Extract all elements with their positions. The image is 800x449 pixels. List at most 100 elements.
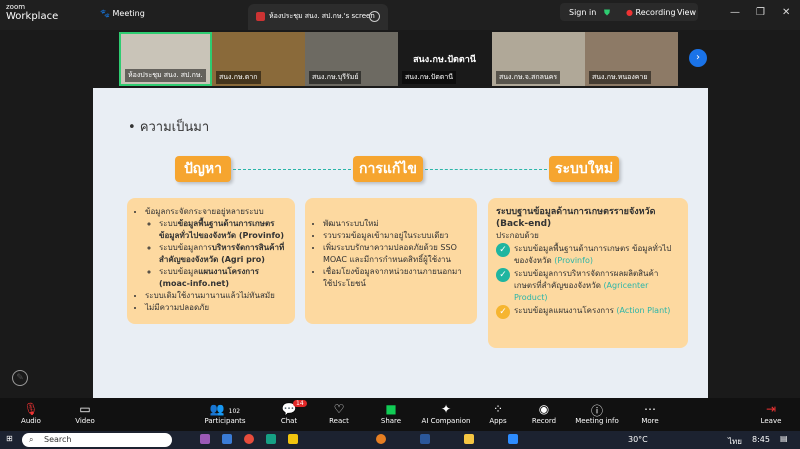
video-tile[interactable]: สนง.กษ.ตาก: [212, 32, 305, 86]
search-icon: ⌕: [29, 435, 34, 444]
chat-badge: 14: [293, 400, 307, 407]
text: ระบบ: [159, 219, 178, 228]
label: Record: [531, 417, 557, 425]
share-tab-label: ห้องประชุม สนง. สป.กษ.'s screen: [269, 12, 375, 20]
meeting-menu[interactable]: 🐾 Meeting: [100, 9, 145, 18]
label: Apps: [489, 417, 507, 425]
search-label: Search: [44, 435, 72, 444]
video-tile[interactable]: ห้องประชุม สนง. สป.กษ.: [119, 32, 212, 86]
label: React: [329, 417, 349, 425]
leave-button[interactable]: ⇥Leave: [741, 402, 800, 425]
maximize-icon[interactable]: ❐: [756, 7, 765, 18]
ai-companion-button[interactable]: ✦AI Companion: [416, 402, 476, 425]
share-icon: [256, 11, 265, 21]
label: Participants: [204, 417, 246, 425]
video-tile[interactable]: สนง.กษ.ปัตตานีสนง.กษ.ปัตตานี: [398, 32, 491, 86]
check-item: ✓ ระบบข้อมูลพื้นฐานด้านการเกษตร ข้อมูลทั่…: [496, 243, 680, 267]
more-icon[interactable]: [369, 11, 380, 22]
mic-muted-icon: 🎙: [23, 402, 39, 416]
check-icon: ✓: [496, 243, 510, 257]
check-item: ✓ ระบบข้อมูลการบริหารจัดการผลผลิตสินค้าเก…: [496, 268, 680, 304]
solution-item: เพิ่มระบบรักษาความปลอดภัยด้วย SSO MOAC แ…: [323, 242, 469, 266]
label: Audio: [21, 417, 41, 425]
taskbar-search[interactable]: ⌕ Search: [22, 433, 172, 447]
next-page-button[interactable]: ›: [689, 49, 707, 67]
more-button[interactable]: ⋯More: [620, 402, 680, 425]
arrow: [233, 169, 351, 170]
clock[interactable]: 8:45: [752, 435, 770, 444]
check-item: ✓ระบบข้อมูลแผนงานโครงการ (Action Plant): [496, 305, 680, 319]
text: ระบบข้อมูลพื้นฐานด้านการเกษตร ข้อมูลทั่ว…: [514, 244, 672, 265]
check-icon: ✓: [496, 268, 510, 282]
share-tab[interactable]: ห้องประชุม สนง. สป.กษ.'s screen: [248, 4, 388, 30]
audio-button[interactable]: 🎙Audio: [1, 402, 61, 425]
recording-indicator[interactable]: ● Recording: [626, 8, 676, 17]
weather-temp[interactable]: 30°C: [628, 435, 648, 444]
solution-item: เชื่อมโยงข้อมูลจากหน่วยงานภายนอกมาใช้ประ…: [323, 266, 469, 290]
windows-start-icon[interactable]: ⊞: [6, 434, 13, 443]
folder-icon[interactable]: [464, 434, 474, 444]
more-icon: ⋯: [644, 402, 656, 416]
slide-title-text: ความเป็นมา: [139, 120, 210, 135]
text: ระบบข้อมูล: [159, 267, 199, 276]
solution-box: พัฒนาระบบใหม่ รวบรวมข้อมูลเข้ามาอยู่ในระ…: [305, 198, 477, 324]
participants-count: 102: [228, 408, 241, 415]
view-button[interactable]: View: [677, 8, 696, 17]
problem-item: ระบบเดิมใช้งานมานานแล้วไม่ทันสมัย: [145, 290, 287, 302]
video-tile[interactable]: สนง.กษ.บุรีรัมย์: [305, 32, 398, 86]
arrow: [425, 169, 547, 170]
app-icon[interactable]: [288, 434, 298, 444]
header-problem: ปัญหา: [175, 156, 231, 182]
text: ระบบข้อมูลการบริหารจัดการผลผลิตสินค้าเกษ…: [514, 269, 659, 290]
app-icon[interactable]: [200, 434, 210, 444]
problem-subitem: ระบบข้อมูลแผนงานโครงการ (moac-info.net): [159, 266, 287, 290]
text-bold: แผนงานโครงการ (moac-info.net): [159, 267, 259, 288]
problem-subitem: ระบบข้อมูลพื้นฐานด้านการเกษตร ข้อมูลทั่ว…: [159, 218, 287, 242]
new-system-sub: ประกอบด้วย: [496, 231, 539, 240]
new-system-box: ระบบฐานข้อมูลด้านการเกษตรรายจังหวัด (Bac…: [488, 198, 688, 348]
shield-icon: ⛊: [604, 8, 610, 17]
notification-icon[interactable]: ▤: [780, 434, 788, 443]
edge-icon[interactable]: [266, 434, 276, 444]
participants-icon: 👥 102: [209, 402, 241, 416]
label: Leave: [760, 417, 782, 425]
minimize-icon[interactable]: —: [730, 7, 740, 18]
language-indicator[interactable]: ไทย: [728, 437, 742, 446]
info-icon: ⓘ: [590, 404, 603, 418]
problem-item: ไม่มีความปลอดภัย: [145, 302, 287, 314]
label: Share: [380, 417, 402, 425]
firefox-icon[interactable]: [376, 434, 386, 444]
video-tile[interactable]: สนง.กษ.จ.สกลนคร: [492, 32, 585, 86]
tag: (Provinfo): [554, 256, 593, 265]
heart-icon: ♡: [333, 402, 345, 416]
meeting-label: Meeting: [112, 9, 145, 18]
edge-icon[interactable]: [222, 434, 232, 444]
zoom-icon[interactable]: [508, 434, 518, 444]
video-button[interactable]: ▭Video: [55, 402, 115, 425]
annotate-pen-icon[interactable]: ✎: [12, 370, 28, 386]
label: Chat: [280, 417, 298, 425]
chrome-icon[interactable]: [244, 434, 254, 444]
video-tile[interactable]: สนง.กษ.หนองคาย: [585, 32, 678, 86]
share-button[interactable]: ■Share: [361, 402, 421, 425]
record-button[interactable]: ◉Record: [514, 402, 574, 425]
solution-item: พัฒนาระบบใหม่: [323, 218, 469, 230]
apps-icon: ⁘: [492, 402, 504, 416]
slide-title: • ความเป็นมา: [128, 120, 210, 135]
participant-name: สนง.กษ.ตาก: [216, 71, 261, 84]
close-icon[interactable]: ✕: [782, 7, 791, 18]
header-new-system: ระบบใหม่: [549, 156, 619, 182]
apps-button[interactable]: ⁘Apps: [468, 402, 528, 425]
word-icon[interactable]: [420, 434, 430, 444]
participant-name: สนง.กษ.จ.สกลนคร: [496, 71, 561, 84]
sign-in-button[interactable]: Sign in: [569, 8, 597, 17]
participant-big-name: สนง.กษ.ปัตตานี: [413, 55, 476, 65]
participant-name: สนง.กษ.หนองคาย: [589, 71, 651, 84]
new-system-heading: ระบบฐานข้อมูลด้านการเกษตรรายจังหวัด (Bac…: [496, 207, 656, 229]
react-button[interactable]: ♡React: [309, 402, 369, 425]
